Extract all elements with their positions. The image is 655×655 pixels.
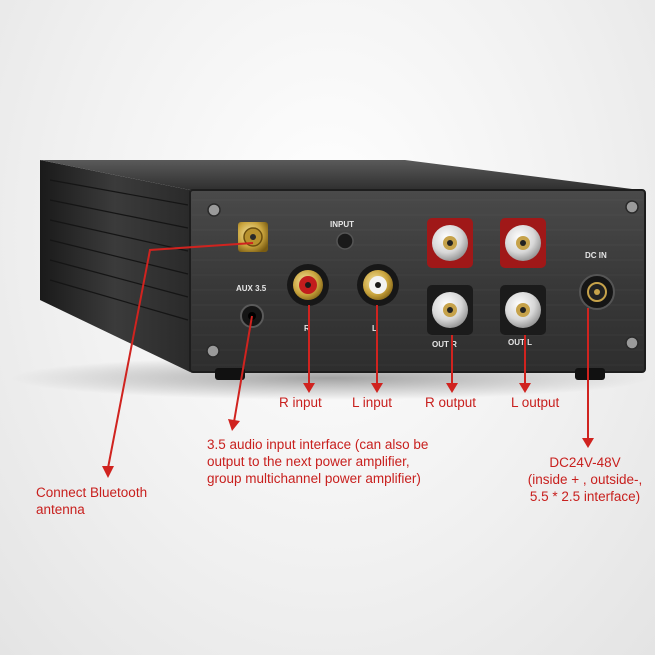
dc-desc-line: DC24V-48V <box>549 455 621 470</box>
input-label: INPUT <box>330 220 354 229</box>
aux-label: AUX 3.5 <box>236 284 267 293</box>
dc-desc-line: 5.5 * 2.5 interface) <box>529 489 641 504</box>
annotation-lines <box>107 242 589 469</box>
rear-panel <box>189 189 646 373</box>
foot-left <box>215 368 245 380</box>
out-l-label: OUT L <box>508 338 532 347</box>
r-output-label: R output <box>425 395 477 410</box>
dc-description: DC24V-48V (inside + , outside-, 5.5 * 2.… <box>518 454 652 505</box>
dc-in-label: DC IN <box>585 251 607 260</box>
binding-post-l-positive <box>500 218 546 268</box>
l-output-label: L output <box>511 395 560 410</box>
rca-l-label: L <box>372 324 377 333</box>
rca-l-jack <box>357 264 399 306</box>
dc-in-jack <box>579 274 615 310</box>
foot-right <box>575 368 605 380</box>
panel-screws <box>206 200 639 358</box>
rca-r-label: R <box>304 324 310 333</box>
rca-r-jack <box>287 264 329 306</box>
out-r-label: OUT R <box>432 340 457 349</box>
aux-desc-line: output to the next power amplifier, <box>207 454 410 469</box>
bluetooth-desc-line: Connect Bluetooth <box>36 485 148 500</box>
annotation-arrowheads <box>102 383 594 478</box>
antenna-connector <box>238 222 268 252</box>
l-input-label: L input <box>352 395 393 410</box>
dc-desc-line: (inside + , outside-, <box>527 472 643 487</box>
input-button <box>336 232 354 250</box>
binding-post-r-negative <box>427 285 473 335</box>
chassis-side <box>40 160 190 372</box>
binding-post-r-positive <box>427 218 473 268</box>
binding-post-l-negative <box>500 285 546 335</box>
bluetooth-description: Connect Bluetooth antenna <box>36 484 147 518</box>
aux-desc-line: group multichannel power amplifier) <box>207 471 421 486</box>
chassis-fins <box>49 179 189 321</box>
aux-desc-line: 3.5 audio input interface (can also be <box>207 437 429 452</box>
aux-description: 3.5 audio input interface (can also be o… <box>207 436 428 487</box>
r-input-label: R input <box>279 395 322 410</box>
chassis-top <box>40 160 640 190</box>
bluetooth-desc-line: antenna <box>36 502 85 517</box>
